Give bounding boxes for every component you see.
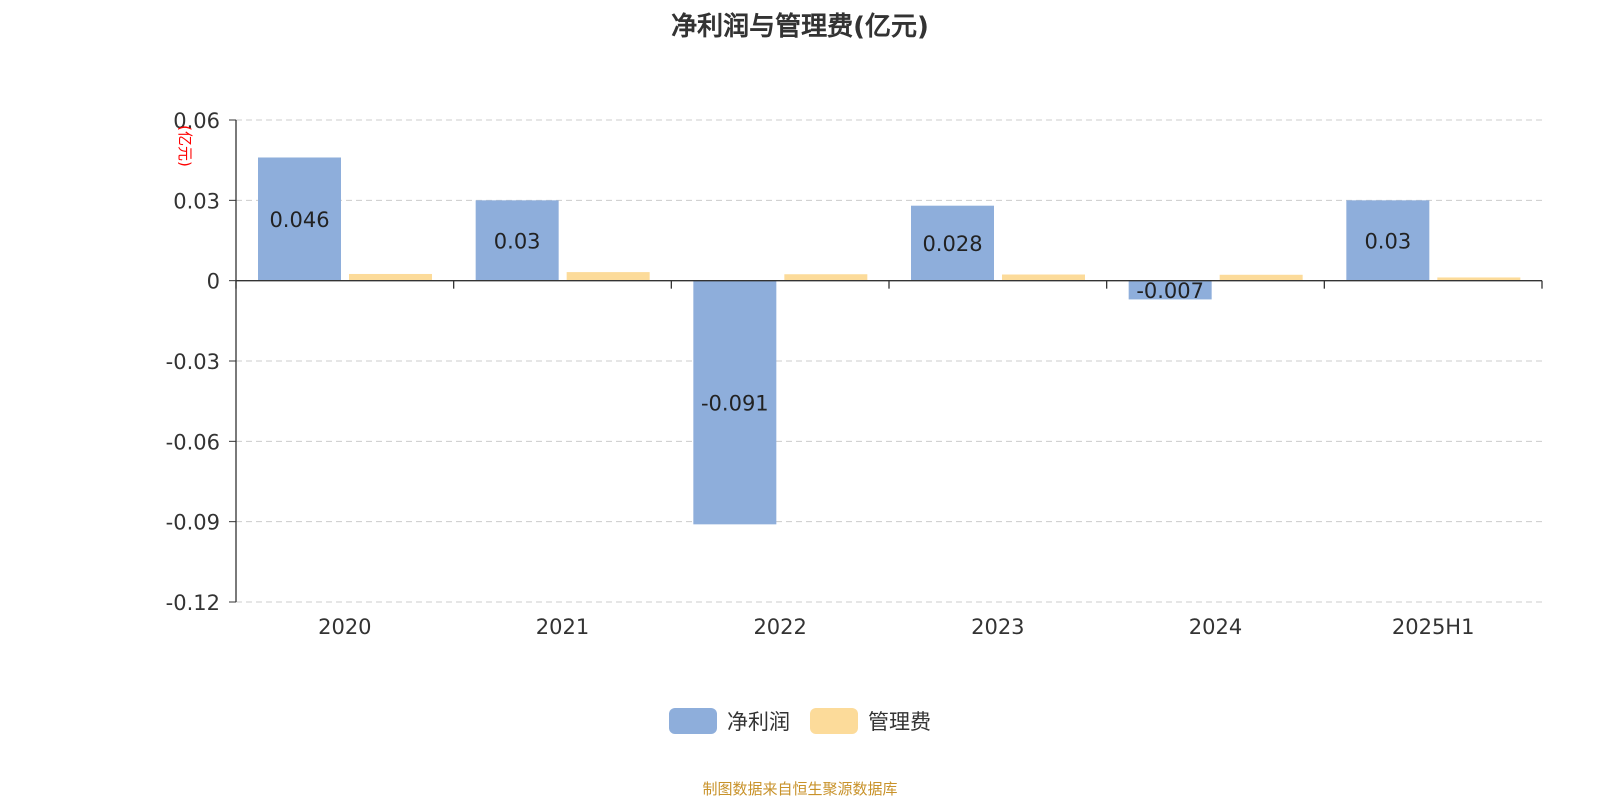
axes bbox=[229, 119, 1543, 603]
y-tick-label: -0.03 bbox=[166, 350, 220, 374]
labels: 0.06 0.03 0 -0.03 -0.06 -0.09 -0.12 (亿元) 0.046 20… bbox=[166, 109, 1475, 639]
x-tick-label: 2025H1 bbox=[1392, 615, 1475, 639]
data-label: -0.091 bbox=[701, 392, 769, 416]
bar-net-profit-2024[interactable] bbox=[1128, 280, 1212, 300]
data-label: -0.007 bbox=[1136, 279, 1204, 303]
data-label: 0.046 bbox=[269, 208, 329, 232]
bar-admin-expense-2020[interactable] bbox=[349, 273, 432, 281]
legend: 净利润 管理费 bbox=[0, 706, 1600, 736]
chart-title: 净利润与管理费(亿元) bbox=[671, 12, 929, 42]
y-tick-label: 0.03 bbox=[173, 189, 220, 213]
x-tick-label: 2024 bbox=[1189, 615, 1242, 639]
data-label: 0.028 bbox=[922, 232, 982, 256]
x-tick-label: 2020 bbox=[318, 615, 371, 639]
source-note: 制图数据来自恒生聚源数据库 bbox=[702, 780, 898, 798]
bar-net-profit-2023[interactable] bbox=[911, 205, 994, 281]
bar-net-profit-2022[interactable] bbox=[693, 280, 777, 525]
y-axis-title: (亿元) bbox=[176, 125, 194, 167]
x-tick-label: 2023 bbox=[971, 615, 1024, 639]
bar-net-profit-2025H1[interactable] bbox=[1346, 200, 1430, 281]
legend-label-net-profit: 净利润 bbox=[727, 710, 790, 734]
legend-item-admin-expense[interactable]: 管理费 bbox=[810, 706, 931, 736]
bar-admin-expense-2025H1[interactable] bbox=[1437, 277, 1521, 281]
bar-net-profit-2021[interactable] bbox=[475, 200, 559, 281]
y-tick-label: -0.09 bbox=[166, 511, 220, 535]
legend-item-net-profit[interactable]: 净利润 bbox=[669, 706, 790, 736]
legend-swatch-net-profit bbox=[669, 708, 717, 734]
bar-net-profit-2020[interactable] bbox=[258, 157, 341, 281]
y-tick-label: 0.06 bbox=[173, 109, 220, 133]
y-tick-label: -0.06 bbox=[166, 430, 220, 454]
x-tick-label: 2021 bbox=[536, 615, 589, 639]
bar-admin-expense-2021[interactable] bbox=[566, 272, 650, 281]
legend-swatch-admin-expense bbox=[810, 708, 858, 734]
bar-admin-expense-2024[interactable] bbox=[1219, 274, 1303, 281]
gridlines bbox=[236, 119, 1542, 603]
bar-admin-expense-2023[interactable] bbox=[1002, 274, 1085, 281]
data-label: 0.03 bbox=[494, 230, 541, 254]
x-tick-label: 2022 bbox=[753, 615, 806, 639]
bar-admin-expense-2022[interactable] bbox=[784, 274, 868, 281]
y-tick-label: 0 bbox=[207, 270, 220, 294]
y-tick-label: -0.12 bbox=[166, 591, 220, 615]
data-label: 0.03 bbox=[1364, 230, 1411, 254]
legend-label-admin-expense: 管理费 bbox=[868, 710, 931, 734]
bars bbox=[258, 157, 1521, 525]
